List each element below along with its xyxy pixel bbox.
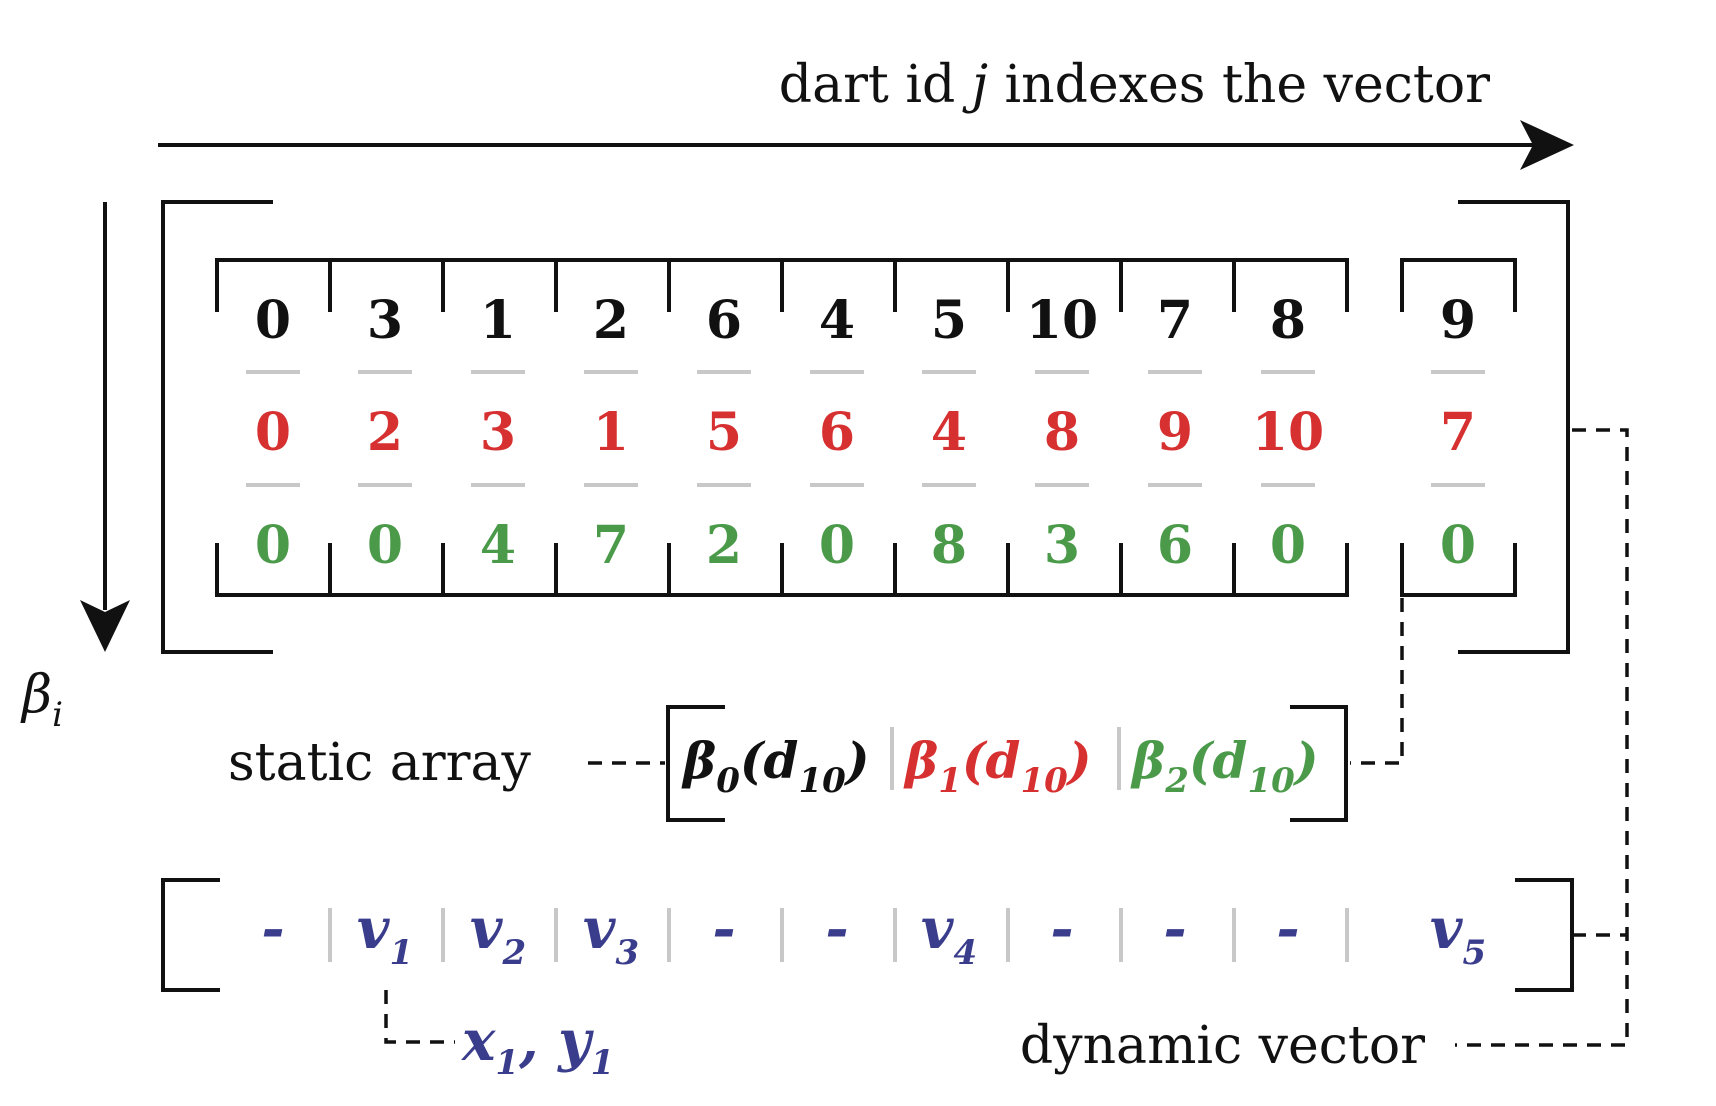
- beta1-cell: 5: [706, 402, 742, 463]
- beta1-cell: 10: [1252, 402, 1324, 463]
- vertex-coordinates: x1, y1: [461, 1008, 614, 1083]
- beta0-cell: 8: [1270, 290, 1306, 351]
- outer-matrix-bracket: [161, 200, 1570, 654]
- beta1-cell: 7: [1440, 402, 1476, 463]
- beta2-cell: 4: [480, 515, 516, 576]
- dynamic-vector-separators: [328, 908, 1349, 962]
- beta0-cell: 10: [1026, 290, 1098, 351]
- static-array-bracket: [666, 705, 1348, 822]
- beta2-cell: 3: [1044, 515, 1080, 576]
- beta1-cell: 2: [367, 402, 403, 463]
- static-array-connector: [588, 598, 1404, 765]
- dynamic-entry: v4: [921, 896, 977, 973]
- dynamic-entry: v3: [583, 896, 639, 973]
- dynamic-entry: -: [1050, 896, 1073, 962]
- beta1-cell: 0: [255, 402, 291, 463]
- dynamic-entry: -: [1276, 896, 1299, 962]
- dynamic-vector-label: dynamic vector: [1020, 1016, 1425, 1076]
- dart-id-label: dart id j indexes the vector: [779, 55, 1490, 115]
- static-beta0-cell: β0(d10): [681, 731, 870, 801]
- beta2-cell: 8: [931, 515, 967, 576]
- beta2-row: 0 0 4 7 2 0 8 3 6 0 0: [255, 515, 1476, 576]
- coords-connector: [384, 990, 455, 1044]
- beta2-cell: 6: [1157, 515, 1193, 576]
- beta0-cell: 4: [819, 290, 855, 351]
- beta2-cell: 7: [593, 515, 629, 576]
- beta-table-frame: [215, 258, 1517, 597]
- beta0-cell: 5: [931, 290, 967, 351]
- beta1-cell: 8: [1044, 402, 1080, 463]
- static-beta2-cell: β2(d10): [1130, 731, 1319, 801]
- dynamic-entry: -: [261, 896, 284, 962]
- beta2-cell: 0: [367, 515, 403, 576]
- beta0-cell: 3: [367, 290, 403, 351]
- dynamic-entry: -: [825, 896, 848, 962]
- beta1-cell: 6: [819, 402, 855, 463]
- beta2-cell: 0: [1440, 515, 1476, 576]
- dynamic-entry: -: [1163, 896, 1186, 962]
- beta1-cell: 3: [480, 402, 516, 463]
- beta0-cell: 6: [706, 290, 742, 351]
- dynamic-vector-connector: [1455, 428, 1629, 1047]
- beta0-row: 0 3 1 2 6 4 5 10 7 8 9: [255, 290, 1476, 351]
- dynamic-vector-entries: - v1 v2 v3 - - v4 - - - v5: [261, 896, 1486, 973]
- dart-index-arrow: [158, 120, 1574, 170]
- dynamic-vector-bracket: [161, 878, 1574, 992]
- beta0-cell: 1: [480, 290, 516, 351]
- beta2-cell: 0: [255, 515, 291, 576]
- row-separators: [246, 370, 1485, 487]
- beta0-cell: 7: [1157, 290, 1193, 351]
- beta-index-arrow: [80, 202, 130, 652]
- beta0-cell: 0: [255, 290, 291, 351]
- beta-i-label: βi: [20, 665, 63, 735]
- beta2-cell: 2: [706, 515, 742, 576]
- beta1-cell: 9: [1157, 402, 1193, 463]
- static-array-label: static array: [228, 733, 531, 793]
- beta2-cell: 0: [819, 515, 855, 576]
- beta0-cell: 2: [593, 290, 629, 351]
- dynamic-entry: v2: [470, 896, 526, 973]
- dynamic-entry: v5: [1430, 896, 1486, 973]
- static-beta1-cell: β1(d10): [903, 731, 1092, 801]
- beta0-cell: 9: [1440, 290, 1476, 351]
- beta2-cell: 0: [1270, 515, 1306, 576]
- beta1-row: 0 2 3 1 5 6 4 8 9 10 7: [255, 402, 1476, 463]
- dynamic-entry: v1: [357, 896, 413, 973]
- beta1-cell: 4: [931, 402, 967, 463]
- dynamic-entry: -: [712, 896, 735, 962]
- beta1-cell: 1: [593, 402, 629, 463]
